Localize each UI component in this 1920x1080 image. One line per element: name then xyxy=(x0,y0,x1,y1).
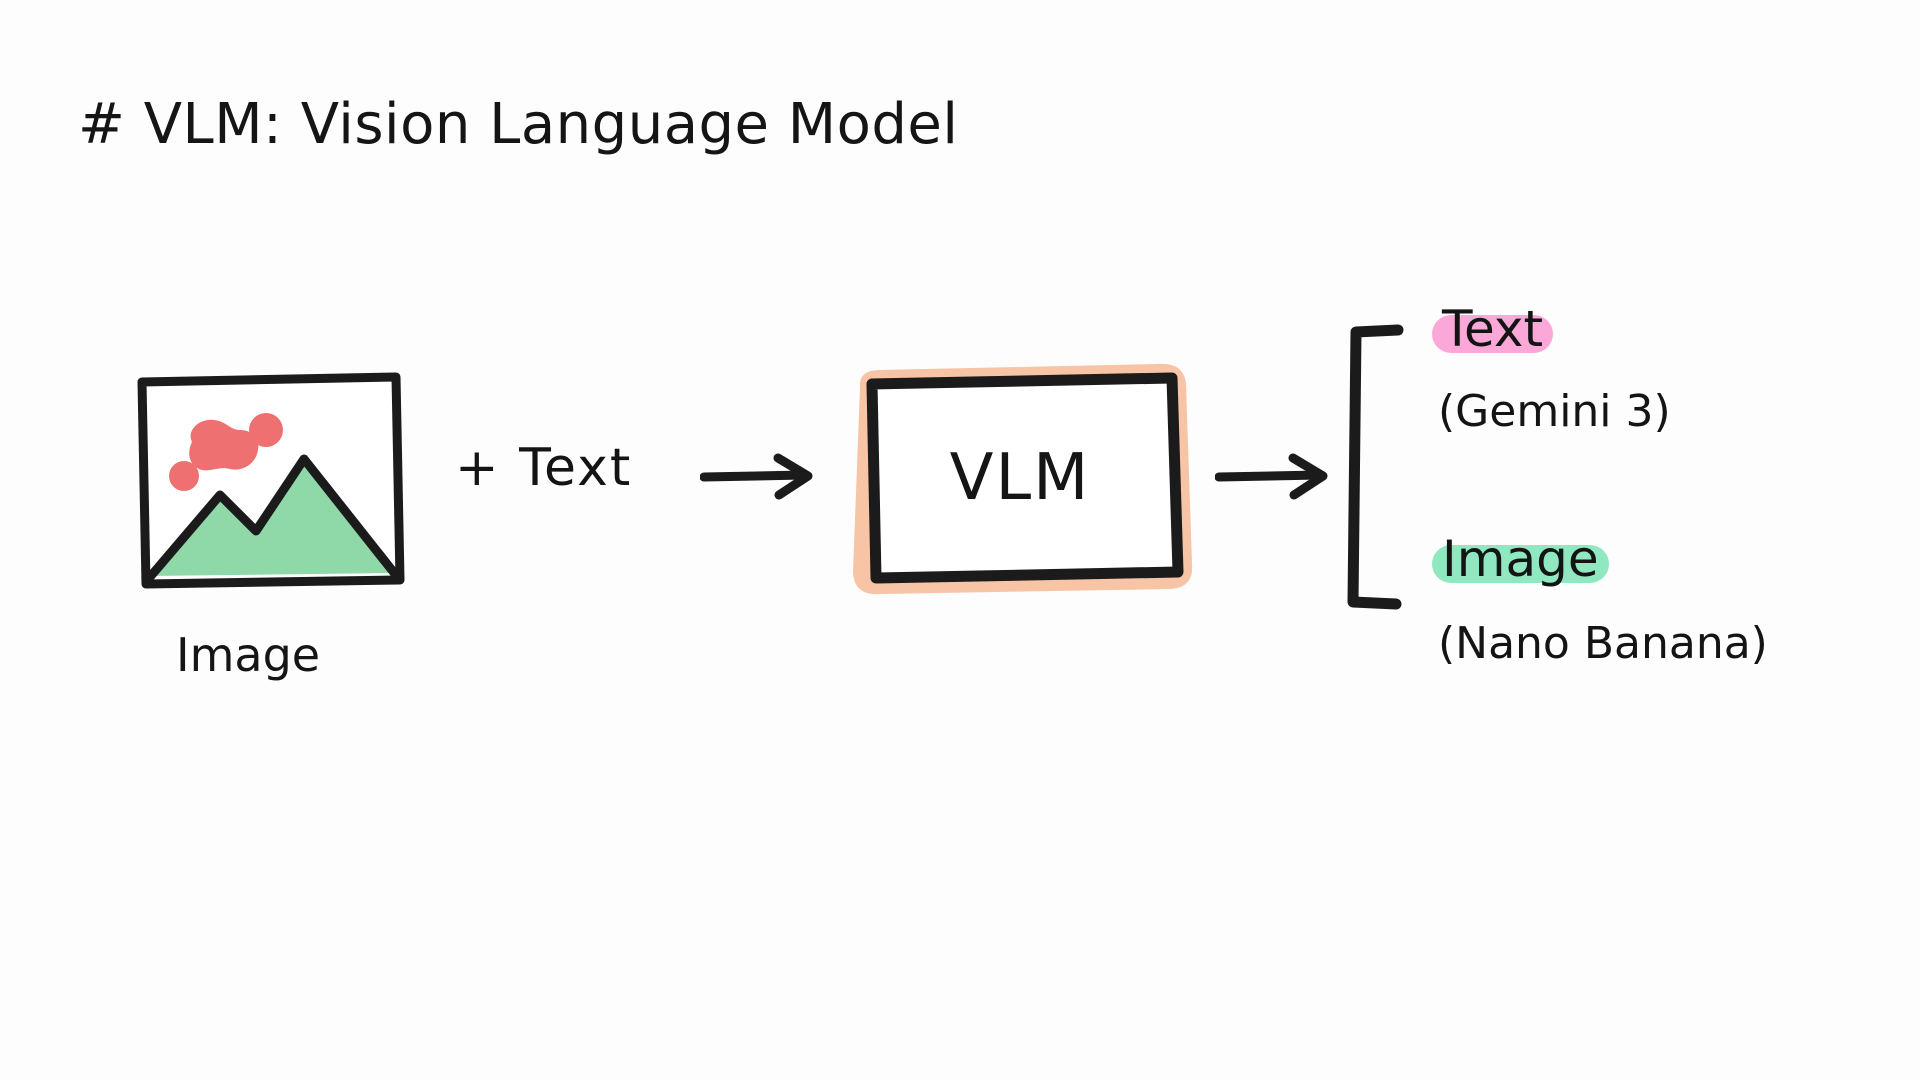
output-image-label: Image xyxy=(1442,530,1599,588)
image-caption-label: Image xyxy=(176,628,321,682)
output-text-label: Text xyxy=(1442,300,1544,358)
arrow-right-icon-2 xyxy=(1214,452,1335,500)
page-title: # VLM: Vision Language Model xyxy=(78,92,959,157)
image-highlight xyxy=(1432,545,1609,584)
output-text-detail: (Gemini 3) xyxy=(1438,386,1671,437)
output-image-detail: (Nano Banana) xyxy=(1438,618,1768,669)
image-placeholder-icon xyxy=(134,368,406,590)
arrow-right-icon-1 xyxy=(699,452,820,500)
text-highlight xyxy=(1432,315,1554,354)
vlm-model-box: VLM xyxy=(840,358,1200,598)
plus-text-label: + Text xyxy=(455,438,633,498)
outputs-bracket xyxy=(1340,322,1410,612)
output-item-text: Text xyxy=(1432,300,1554,358)
output-item-image: Image xyxy=(1432,530,1609,588)
